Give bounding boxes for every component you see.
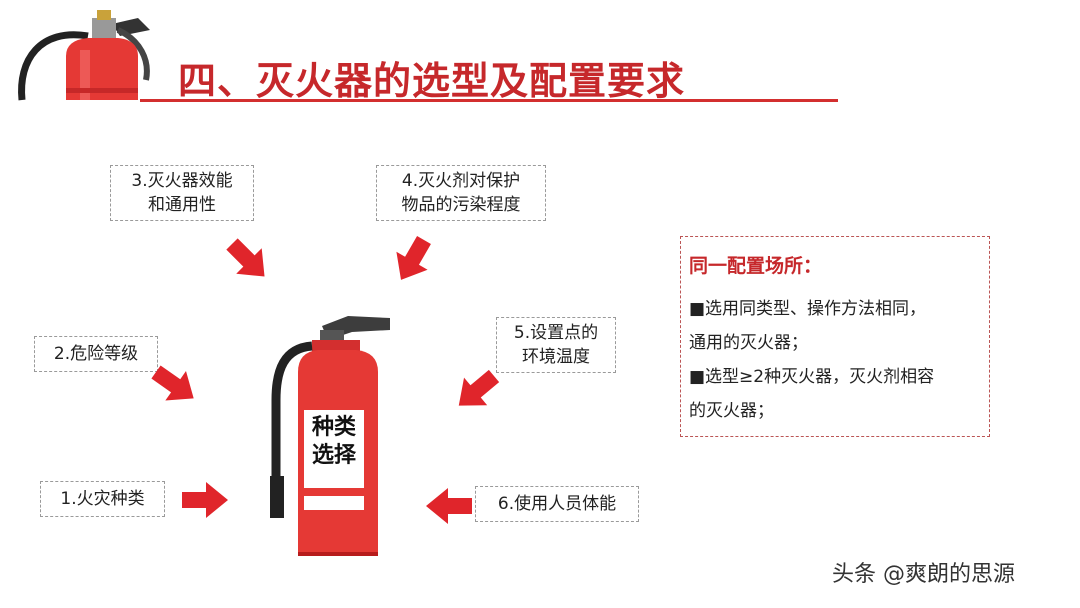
config-requirements-heading: 同一配置场所：: [689, 255, 823, 277]
config-requirement-line: 的灭火器；: [689, 401, 774, 421]
watermark: 头条 @爽朗的思源: [832, 562, 1015, 587]
factor-pollution-line2: 物品的污染程度: [401, 195, 521, 215]
factor-physical-ability-label: 6.使用人员体能: [497, 494, 617, 514]
factor-temperature-line2: 环境温度: [522, 347, 590, 367]
title-underline: [140, 99, 838, 102]
factor-temperature: 5.设置点的 环境温度: [496, 317, 616, 373]
factor-pollution-line1: 4.灭火剂对保护: [401, 171, 521, 191]
factor-efficiency: 3.灭火器效能 和通用性: [110, 165, 254, 221]
config-requirements-box: 同一配置场所： ■选用同类型、操作方法相同， 通用的灭火器； ■选型≥2种灭火器…: [680, 236, 990, 437]
factor-temperature-line1: 5.设置点的: [513, 323, 599, 343]
extinguisher-label: 种类 选择: [306, 414, 362, 470]
page-title: 四、灭火器的选型及配置要求: [178, 59, 686, 103]
extinguisher-label-line2: 选择: [311, 443, 356, 468]
extinguisher-label-line1: 种类: [311, 415, 356, 440]
factor-hazard-level: 2.危险等级: [34, 336, 158, 372]
factor-physical-ability: 6.使用人员体能: [475, 486, 639, 522]
config-requirement-line: 通用的灭火器；: [689, 333, 808, 353]
factor-efficiency-line1: 3.灭火器效能: [131, 171, 233, 191]
factor-fire-type: 1.火灾种类: [40, 481, 165, 517]
factor-pollution: 4.灭火剂对保护 物品的污染程度: [376, 165, 546, 221]
factor-fire-type-label: 1.火灾种类: [60, 489, 145, 509]
factor-hazard-level-label: 2.危险等级: [53, 344, 139, 364]
factor-efficiency-line2: 和通用性: [148, 195, 216, 215]
config-requirement-line: ■选型≥2种灭火器，灭火剂相容: [689, 367, 935, 387]
config-requirement-line: ■选用同类型、操作方法相同，: [689, 299, 927, 319]
